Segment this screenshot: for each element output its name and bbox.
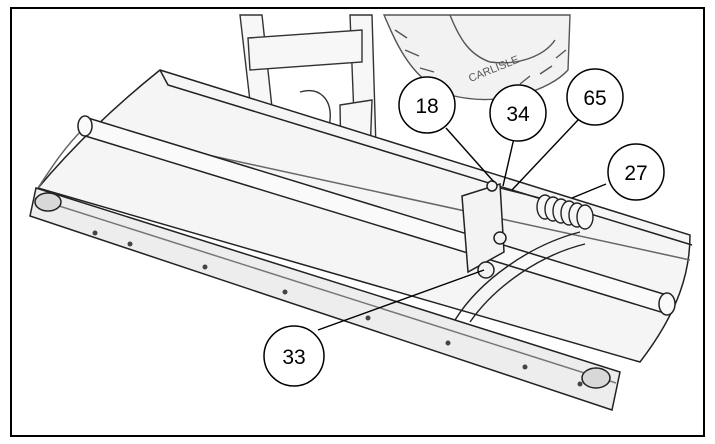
callout-label-33: 33 (282, 346, 305, 369)
callout-label-34: 34 (506, 103, 530, 126)
callout-18: 18 (398, 76, 456, 134)
trip-spring (499, 187, 594, 230)
pivot-bracket (461, 180, 507, 279)
callout-label-18: 18 (415, 95, 438, 118)
callout-label-27: 27 (624, 162, 647, 185)
leader-lines (317, 119, 607, 331)
edge-bolts (92, 230, 583, 387)
callout-label-65: 65 (583, 87, 606, 110)
leader-34 (502, 137, 515, 187)
leader-65 (511, 119, 579, 191)
blade-rib (454, 231, 586, 323)
leader-27 (571, 183, 607, 199)
leader-33 (317, 269, 485, 331)
cutting-edge (29, 187, 621, 411)
leader-18 (445, 127, 495, 183)
callout-27: 27 (607, 143, 665, 201)
callout-33: 33 (263, 325, 325, 387)
callout-65: 65 (566, 68, 624, 126)
callout-34: 34 (489, 84, 547, 142)
